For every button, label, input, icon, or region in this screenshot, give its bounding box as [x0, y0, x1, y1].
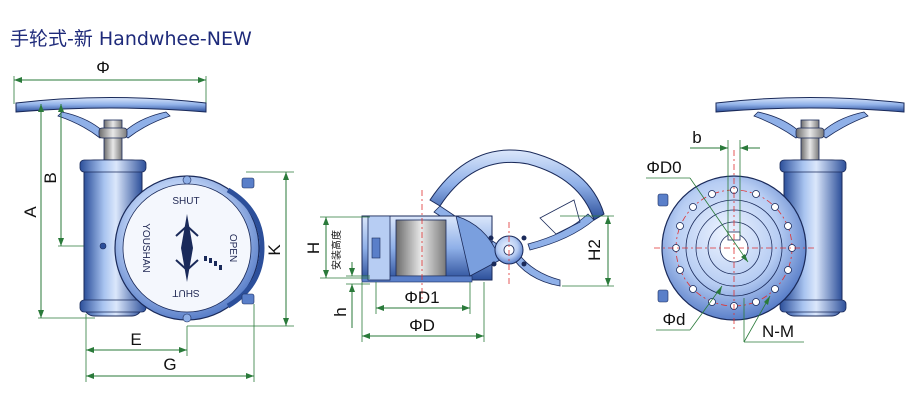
B-label: B — [41, 172, 60, 183]
b-label: b — [692, 128, 701, 147]
H2-label: H2 — [585, 239, 604, 261]
position-pointer — [181, 214, 193, 282]
G-label: G — [163, 355, 176, 374]
E-label: E — [130, 330, 141, 349]
handwheel-rim-right — [715, 97, 905, 113]
flange-view: b ΦD0 Φd N-M — [646, 97, 905, 343]
handwheel-spoke — [57, 111, 107, 139]
dial-brand: YOUSHAN — [140, 223, 151, 272]
NM-label: N-M — [762, 322, 794, 341]
handwheel-spoke — [121, 111, 171, 139]
handwheel-shaft — [103, 119, 123, 161]
handwheel-hub — [98, 127, 128, 139]
H-label: H — [304, 242, 323, 254]
dial-shut-bottom: SHUT — [172, 287, 199, 298]
phiD1-label: ΦD1 — [404, 288, 439, 307]
K-label: K — [265, 244, 284, 256]
side-view: H 安装高度 h H2 ΦD1 — [304, 149, 614, 342]
phiD-label: ΦD — [409, 316, 435, 335]
A-label: A — [21, 206, 40, 218]
handwheel-arc — [429, 149, 605, 221]
front-view: Φ B A — [13, 58, 294, 382]
page-title: 手轮式-新 Handwhee-NEW — [10, 28, 252, 50]
dial-shut-top: SHUT — [172, 196, 199, 207]
install-height-label: 安装高度 — [330, 230, 343, 270]
h-label: h — [331, 307, 350, 316]
phiD0-label: ΦD0 — [646, 158, 681, 177]
handwheel-rim — [15, 97, 207, 113]
bolt-holes — [672, 186, 796, 310]
dial-open: OPEN — [227, 234, 238, 262]
phid-label: Φd — [662, 310, 685, 329]
phi-label: Φ — [96, 58, 110, 77]
